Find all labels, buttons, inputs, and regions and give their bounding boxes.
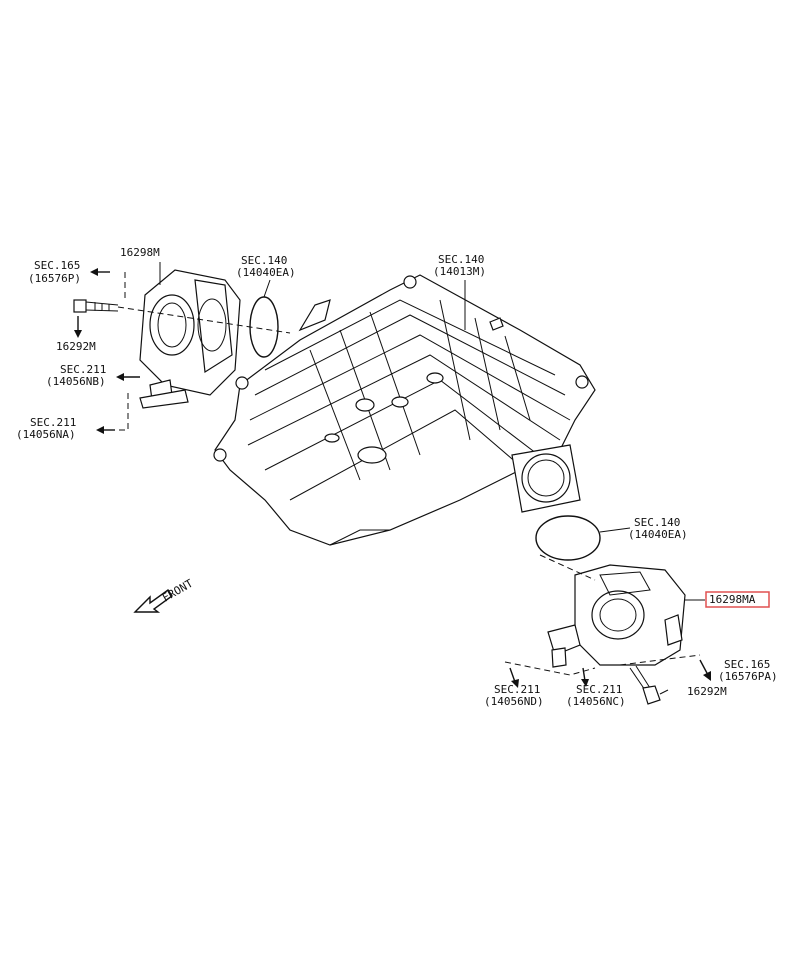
label-sec140-a: SEC.140 [241, 254, 287, 267]
bolt-left [73, 299, 119, 313]
highlight-box [705, 591, 770, 608]
o-ring-right [535, 515, 601, 561]
label-part-16298m: 16298M [120, 246, 160, 259]
label-sec211-nd: SEC.211 [494, 683, 540, 696]
bolt-right [629, 665, 661, 705]
throttle-body-left [139, 269, 241, 409]
label-code-14040ea-a: (14040EA) [236, 266, 296, 279]
label-code-14056nd: (14056ND) [484, 695, 544, 708]
label-sec165-p: SEC.165 [34, 259, 80, 272]
label-sec211-na: SEC.211 [30, 416, 76, 429]
throttle-body-right [547, 564, 686, 668]
label-part-16292m-right: 16292M [687, 685, 727, 698]
o-ring-left [249, 296, 279, 358]
front-label: FRONT [160, 577, 196, 605]
intake-manifold [213, 274, 596, 546]
arrows [74, 268, 711, 688]
label-sec211-nb: SEC.211 [60, 363, 106, 376]
label-sec211-nc: SEC.211 [576, 683, 622, 696]
label-code-14013m: (14013M) [433, 265, 486, 278]
label-code-16576pa: (16576PA) [718, 670, 778, 683]
label-sec140-b: SEC.140 [438, 253, 484, 266]
label-sec140-c: SEC.140 [634, 516, 680, 529]
label-part-16298ma: 16298MA [709, 593, 756, 606]
label-code-16576p: (16576P) [28, 272, 81, 285]
label-code-14040ea-b: (14040EA) [628, 528, 688, 541]
label-part-16292m-left: 16292M [56, 340, 96, 353]
front-indicator: FRONT [133, 577, 196, 613]
leader-lines [115, 262, 705, 695]
label-code-14056nb: (14056NB) [46, 375, 106, 388]
callout-labels: SEC.165 (16576P) 16298M SEC.140 (14040EA… [16, 246, 778, 708]
label-code-14056nc: (14056NC) [566, 695, 626, 708]
label-code-14056na: (14056NA) [16, 428, 76, 441]
label-sec165-pa: SEC.165 [724, 658, 770, 671]
